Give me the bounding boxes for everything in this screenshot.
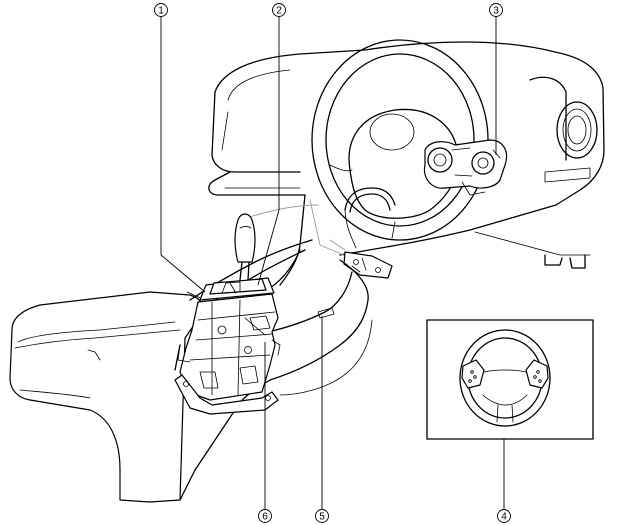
callout-6-label: 6 — [262, 512, 268, 523]
steering-wheel — [311, 39, 489, 241]
callout-5-label: 5 — [319, 512, 325, 523]
wiring-harness — [344, 187, 396, 249]
instrument-panel — [208, 41, 605, 286]
callout-2: 2 — [272, 3, 286, 17]
callout-5: 5 — [315, 509, 329, 523]
callouts: 1 2 3 4 5 6 — [154, 3, 511, 523]
callout-3: 3 — [489, 3, 503, 17]
callout-6: 6 — [258, 509, 272, 523]
paddle-switch-unit — [423, 139, 508, 196]
control-bracket — [343, 251, 393, 279]
callout-4-label: 4 — [501, 512, 507, 523]
callout-1: 1 — [154, 3, 168, 17]
callout-2-label: 2 — [276, 6, 282, 17]
shift-lever-assembly — [174, 213, 281, 415]
callout-4: 4 — [497, 509, 511, 523]
paddle-inset — [426, 319, 594, 440]
callout-3-label: 3 — [493, 6, 499, 17]
armrest-console — [9, 291, 205, 503]
shift-cable — [267, 271, 353, 333]
callout-1-label: 1 — [158, 6, 164, 17]
